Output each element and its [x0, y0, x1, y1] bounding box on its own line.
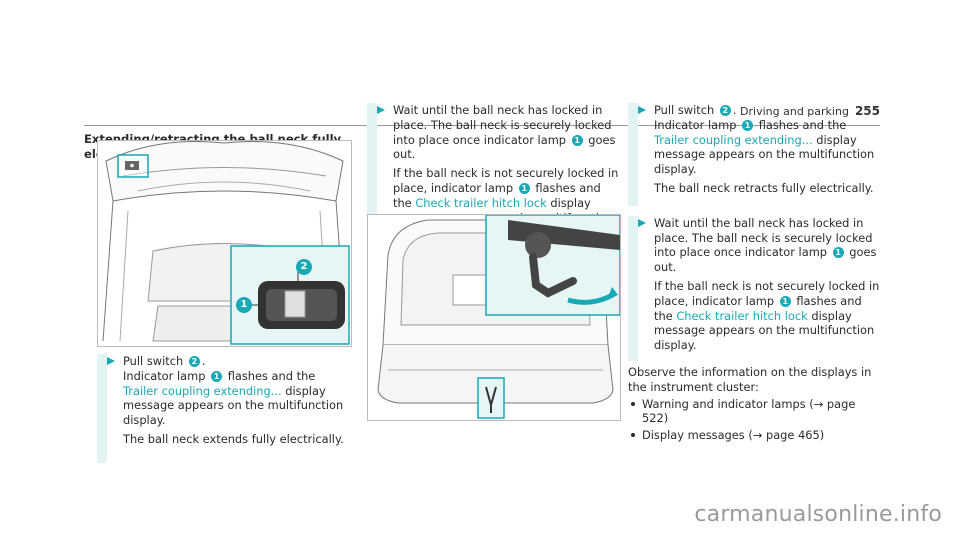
step-pull-switch: Pull switch 2. Indicator lamp 1 flashes …	[97, 354, 349, 463]
watermark: carmanualsonline.info	[694, 502, 942, 527]
step-text: Pull switch 2. Indicator lamp 1 flashes …	[123, 354, 349, 428]
lamp-badge: 1	[832, 247, 844, 259]
reference-warning-lamps[interactable]: Warning and indicator lamps (→ page 522)	[628, 397, 880, 427]
text-display: display message appears on the multifunc…	[123, 383, 344, 428]
text-pull-switch: Pull switch	[123, 354, 184, 368]
step-result: The ball neck extends fully electrically…	[123, 431, 344, 446]
step-wait-lock-2: Wait until the ball neck has locked in p…	[628, 215, 880, 361]
step-arrow-icon	[107, 357, 115, 365]
figure-ball-neck	[367, 214, 621, 421]
header-rule	[84, 125, 880, 126]
message-check-hitch: Check trailer hitch lock	[676, 308, 808, 323]
text-goes-out: goes out.	[654, 245, 877, 275]
left-steps: Pull switch 2. Indicator lamp 1 flashes …	[97, 354, 349, 463]
lamp-badge: 1	[571, 134, 583, 146]
switch-badge: 2	[188, 356, 200, 367]
observe-text: Observe the information on the displays …	[628, 364, 872, 394]
text-indicator: Indicator lamp	[123, 368, 206, 383]
step-text: Pull switch 2. Indicator lamp 1 flashes …	[654, 103, 880, 177]
text-indicator: Indicator lamp	[654, 117, 737, 132]
message-trailer-coupling: Trailer coupling extending...	[654, 132, 813, 147]
text-period: .	[201, 354, 206, 368]
step-arrow-icon	[377, 106, 385, 114]
lamp-badge: 1	[742, 119, 754, 131]
step-text: Wait until the ball neck has locked in p…	[654, 216, 880, 275]
text-flashes: flashes and the	[654, 293, 862, 323]
text-flashes: flashes and the	[758, 117, 847, 132]
text-not-locked: If the ball neck is not securely locked …	[654, 278, 880, 308]
figure-tailgate-switch: 2 1	[97, 140, 352, 347]
section-name: Driving and parking	[740, 105, 849, 118]
step-result: The ball neck retracts fully electricall…	[654, 180, 874, 195]
message-check-hitch: Check trailer hitch lock	[415, 195, 547, 210]
message-trailer-coupling: Trailer coupling extending...	[123, 383, 282, 398]
text-display: display message appears on the multifunc…	[654, 308, 875, 353]
reference-list: Warning and indicator lamps (→ page 522)…	[628, 397, 880, 443]
text-wait: Wait until the ball neck has locked in p…	[654, 215, 873, 260]
lamp-badge: 1	[518, 182, 530, 194]
step-arrow-icon	[638, 106, 646, 114]
text-flashes: flashes and the	[227, 368, 316, 383]
reference-display-messages[interactable]: Display messages (→ page 465)	[628, 428, 880, 443]
vehicle-rear-illustration	[377, 215, 620, 419]
right-steps: Pull switch 2. Indicator lamp 1 flashes …	[628, 103, 880, 445]
text-wait: Wait until the ball neck has locked in p…	[393, 103, 612, 147]
lamp-badge: 1	[211, 370, 223, 382]
step-bar	[97, 354, 107, 463]
step-bar	[367, 103, 377, 249]
running-header: Driving and parking 255	[740, 104, 880, 118]
step-bar	[628, 103, 638, 206]
text-not-locked: If the ball neck is not securely locked …	[393, 166, 619, 195]
step-arrow-icon	[638, 218, 646, 227]
text-display: display message appears on the multifunc…	[654, 132, 875, 177]
page-number: 255	[854, 104, 880, 118]
tailgate-illustration	[102, 141, 350, 345]
step-text: Wait until the ball neck has locked in p…	[393, 103, 619, 162]
step-pull-switch-retract: Pull switch 2. Indicator lamp 1 flashes …	[628, 103, 880, 206]
switch-badge: 2	[719, 105, 731, 116]
step-bar	[628, 215, 638, 361]
step-text-2: If the ball neck is not securely locked …	[654, 279, 880, 353]
callout-1: 1	[236, 297, 252, 313]
text-period: .	[732, 103, 737, 117]
text-pull-switch: Pull switch	[654, 103, 715, 117]
callout-2: 2	[296, 259, 312, 275]
text-goes-out: goes out.	[393, 132, 616, 162]
text-flashes: flashes and the	[393, 180, 601, 210]
lamp-badge: 1	[779, 295, 791, 307]
